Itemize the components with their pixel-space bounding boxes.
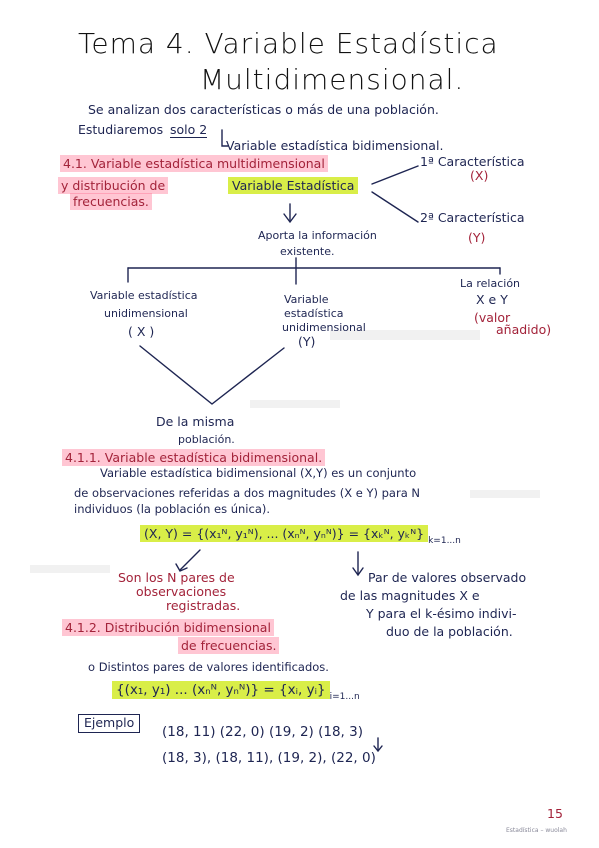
section-heading-4-1-2: 4.1.2. Distribución bidimensional [62,619,274,636]
distinct-pairs-bullet: o Distintos pares de valores identificad… [88,660,329,674]
bivariate-pointer-line [221,129,229,147]
section-heading-4-1-line2-text: y distribución de [58,177,169,194]
pair-note: Par de valores observado [368,570,527,585]
left-note-arrowhead [175,563,188,572]
char1-connector [371,165,419,185]
section-heading-4-1-2-text: 4.1.2. Distribución bidimensional [62,619,274,636]
bleed-through-mark [470,490,540,498]
misma-poblacion-text: De la misma [156,414,235,429]
frequency-formula: {(x₁, y₁) ... (xₙᴺ, yₙᴺ)} = {xᵢ, yᵢ}i=1.… [112,681,360,702]
pairs-note-2: observaciones [136,584,227,599]
char2-connector [371,191,419,223]
char2-label: 2ª Característica [420,210,525,225]
section-heading-4-1: 4.1. Variable estadística multidimension… [60,155,328,172]
uni-y-text: Variable [284,293,329,306]
variable-box-label: Variable Estadística [228,177,359,194]
left-note-arrow [179,549,201,571]
section-heading-4-1-2-line2: de frecuencias. [178,637,280,654]
page-number: 15 [547,806,563,821]
bleed-through-mark [330,330,480,340]
bivariate-formula-subscript: k=1...n [428,536,461,546]
definition-line-2: de observaciones referidas a dos magnitu… [74,486,421,500]
uni-y-var: (Y) [298,334,316,349]
bleed-through-mark [30,565,110,573]
aporta-text: Aporta la información [258,229,377,242]
section-heading-4-1-1: 4.1.1. Variable estadística bidimensiona… [62,449,326,466]
variable-box: Variable Estadística [228,177,359,194]
bivariate-note: Variable estadística bidimensional. [226,138,444,153]
char2-var: (Y) [468,230,486,245]
pairs-note: Son los N pares de [118,570,235,585]
section-heading-4-1-2-line2-text: de frecuencias. [178,637,280,654]
solo-two-text: solo 2 [170,122,208,138]
uni-y-text-2: estadística [284,307,344,320]
definition-line-3: individuos (la población es única). [74,502,271,516]
uni-x-text-2: unidimensional [104,307,188,320]
page-title: Tema 4. Variable Estadística [78,27,499,60]
char1-var: (X) [470,168,489,183]
uni-x-var: ( X ) [128,324,155,339]
section-heading-4-1-line2: y distribución de [58,177,169,194]
relacion-vars: X e Y [476,292,508,307]
watermark-text: Estadística – wuolah [506,827,567,834]
definition-line: Variable estadística bidimensional (X,Y)… [100,466,417,480]
section-heading-4-1-line3: frecuencias. [70,193,152,210]
frequency-formula-text: {(x₁, y₁) ... (xₙᴺ, yₙᴺ)} = {xᵢ, yᵢ} [112,681,330,699]
example-row: (18, 11) (22, 0) (19, 2) (18, 3) [162,724,363,740]
section-heading-4-1-text: 4.1. Variable estadística multidimension… [60,155,328,172]
bleed-through-mark [250,400,340,408]
char1-label: 1ª Característica [420,154,525,169]
aporta-text-2: existente. [280,245,335,258]
relacion-text: La relación [460,277,521,290]
estudiaremos-text: Estudiaremos [78,122,164,137]
example-label: Ejemplo [78,714,141,733]
pair-note-4: duo de la población. [386,624,513,639]
page-title-line2: Multidimensional. [200,63,465,96]
intro-text: Se analizan dos características o más de… [88,102,439,117]
valor-anadido-text: (valor [474,310,511,325]
misma-poblacion-text-2: población. [178,433,235,446]
right-note-arrowhead [352,567,364,577]
uni-x-text: Variable estadística [90,289,198,302]
same-population-v [139,345,285,405]
pair-note-2: de las magnitudes X e [340,588,480,603]
section-heading-4-1-1-text: 4.1.1. Variable estadística bidimensiona… [62,449,326,466]
pairs-note-3: registradas. [166,598,241,613]
uni-y-text-3: unidimensional [282,321,366,334]
bivariate-formula: (X, Y) = {(x₁ᴺ, y₁ᴺ), ... (xₙᴺ, yₙᴺ)} = … [140,525,461,546]
frequency-formula-subscript: i=1...n [329,692,360,702]
valor-anadido-text-2: añadido) [496,322,552,337]
down-arrow-head [283,213,297,224]
bivariate-formula-text: (X, Y) = {(x₁ᴺ, y₁ᴺ), ... (xₙᴺ, yₙᴺ)} = … [140,525,429,542]
example-arrowhead [373,745,383,753]
section-heading-4-1-line3-text: frecuencias. [70,193,152,210]
example-row-2: (18, 3), (18, 11), (19, 2), (22, 0) [162,750,376,766]
pair-note-3: Y para el k-ésimo indivi- [366,606,517,621]
